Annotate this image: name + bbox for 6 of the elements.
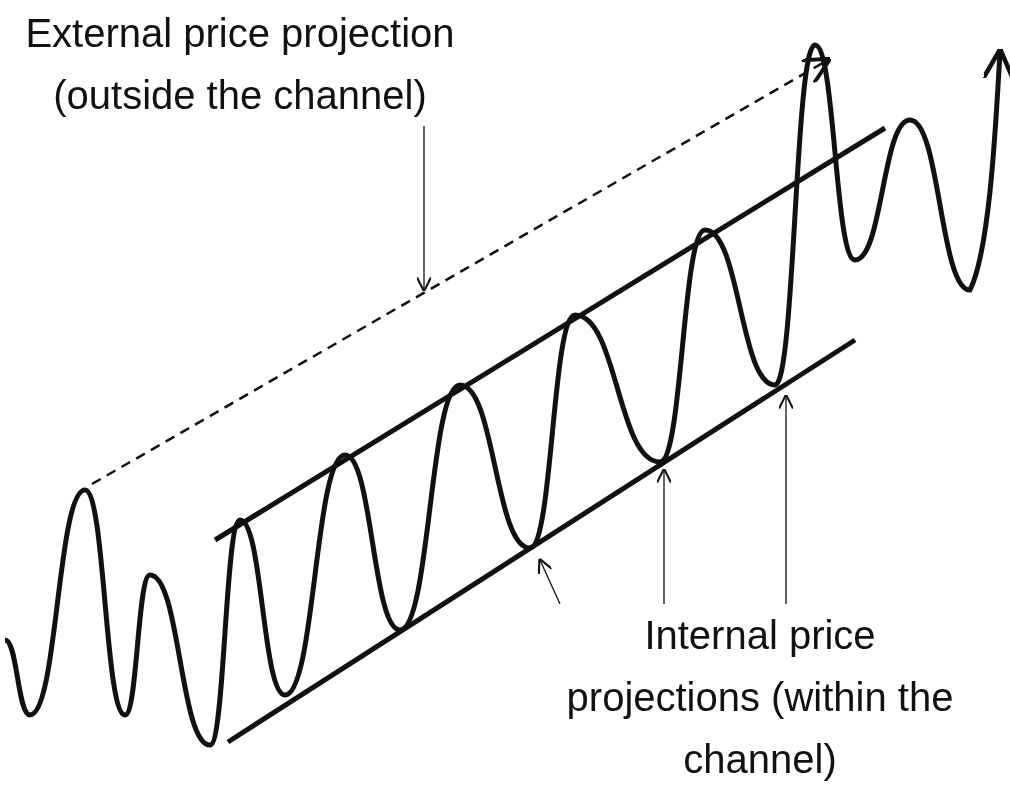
leader-line bbox=[537, 557, 561, 605]
leader-line bbox=[415, 125, 433, 293]
callout-text: Internal price projections (within the channel) bbox=[566, 613, 954, 781]
leader-line bbox=[655, 467, 673, 605]
leader-line bbox=[777, 393, 795, 605]
callout-text: External price projection (outside the channel) bbox=[25, 11, 455, 117]
